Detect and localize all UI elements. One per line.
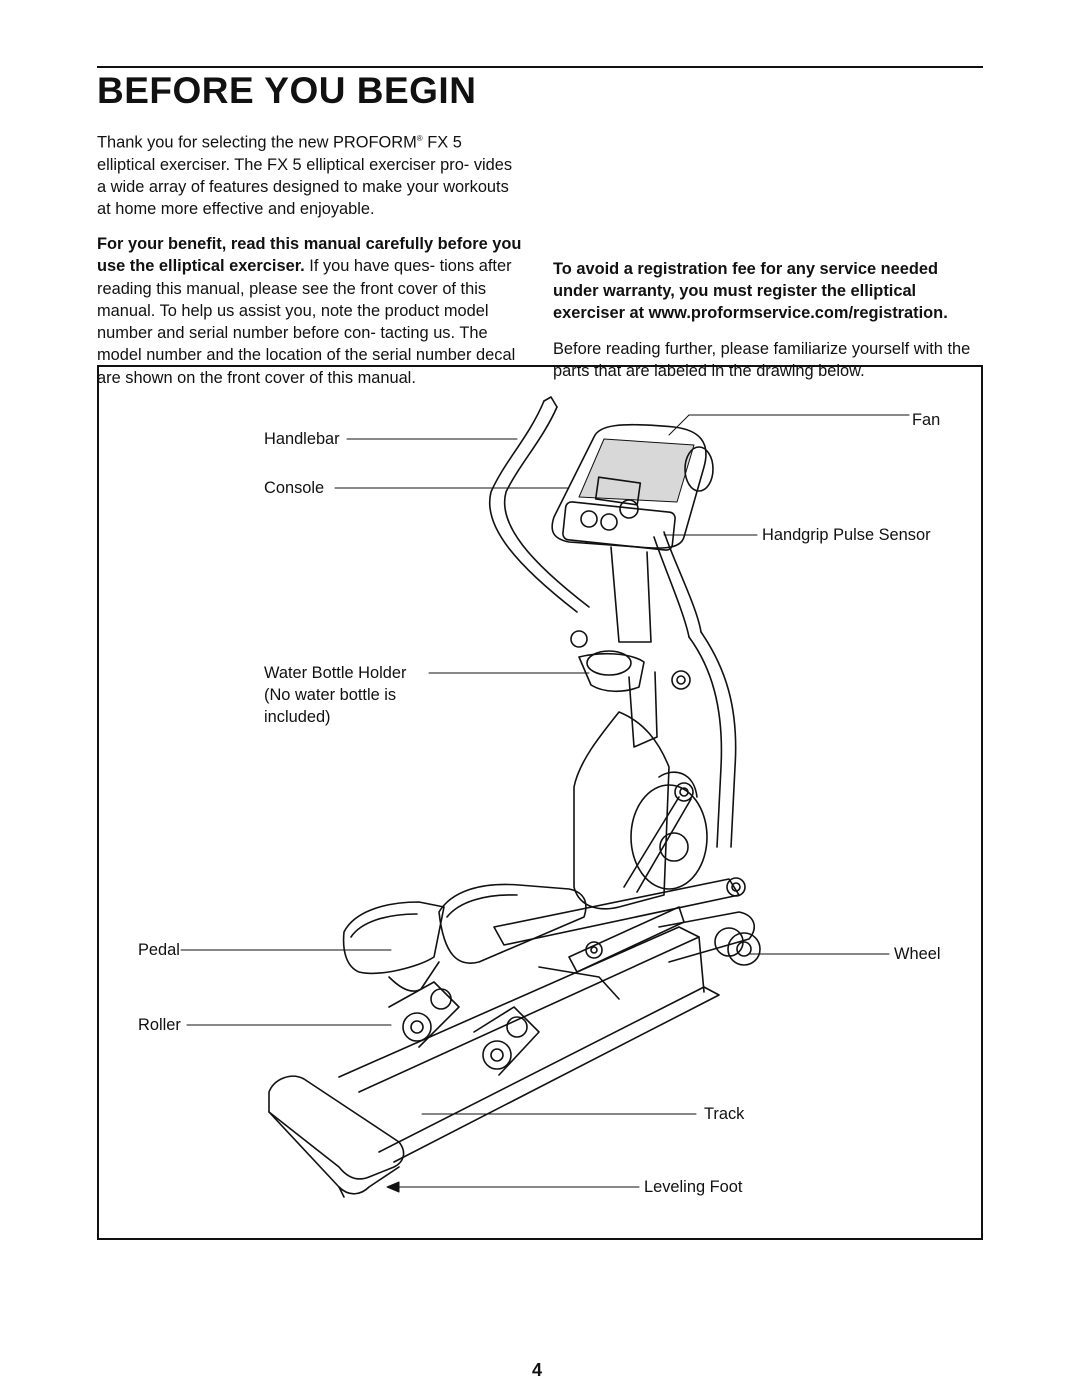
label-track: Track xyxy=(704,1105,745,1123)
label-roller: Roller xyxy=(138,1016,181,1034)
label-handlebar: Handlebar xyxy=(264,430,340,448)
leader-lines xyxy=(180,414,910,1193)
text-column-right: To avoid a registration fee for any serv… xyxy=(553,258,983,395)
benefit-paragraph: For your benefit, read this manual caref… xyxy=(97,233,522,388)
handlebar xyxy=(488,396,590,648)
rollers xyxy=(388,981,540,1076)
pedal-left xyxy=(342,901,445,992)
benefit-bold-text: For your benefit, read this manual caref… xyxy=(97,235,522,276)
label-handgrip-pulse-sensor: Handgrip Pulse Sensor xyxy=(762,526,931,544)
intro-text-a: Thank you for selecting the new PROFORM xyxy=(97,133,417,152)
label-water-bottle-note-2: included) xyxy=(264,708,331,726)
label-console: Console xyxy=(264,479,325,497)
rear-stabilizer xyxy=(268,1075,405,1198)
label-pedal: Pedal xyxy=(138,941,180,959)
mast xyxy=(578,531,702,748)
registration-paragraph: To avoid a registration fee for any serv… xyxy=(553,258,983,325)
registration-bold-text: To avoid a registration fee for any serv… xyxy=(553,260,948,323)
label-water-bottle-note: (No water bottle is xyxy=(264,686,397,704)
top-rule xyxy=(97,66,983,68)
label-wheel: Wheel xyxy=(894,945,941,963)
link-arm xyxy=(493,877,746,973)
label-leveling-foot: Leveling Foot xyxy=(644,1178,743,1196)
text-column-left: Thank you for selecting the new PROFORM®… xyxy=(97,128,522,402)
elliptical-drawing xyxy=(180,396,910,1198)
right-arm xyxy=(671,631,737,848)
label-fan: Fan xyxy=(912,411,941,429)
parts-diagram: Handlebar Console Water Bottle Holder (N… xyxy=(97,365,983,1240)
page-number: 4 xyxy=(532,1360,543,1380)
front-stabilizer xyxy=(658,911,761,966)
label-water-bottle-holder: Water Bottle Holder xyxy=(264,664,407,682)
page-title: BEFORE YOU BEGIN xyxy=(97,70,477,111)
intro-text-b: FX 5 elliptical exerciser. The FX 5 elli… xyxy=(97,133,513,219)
console xyxy=(551,423,714,551)
flywheel-housing xyxy=(573,711,708,910)
pedal-right xyxy=(438,883,587,964)
intro-paragraph: Thank you for selecting the new PROFORM®… xyxy=(97,128,522,220)
benefit-text: If you have ques- tions after reading th… xyxy=(97,257,516,387)
track xyxy=(338,926,720,1163)
registered-mark: ® xyxy=(416,134,423,143)
